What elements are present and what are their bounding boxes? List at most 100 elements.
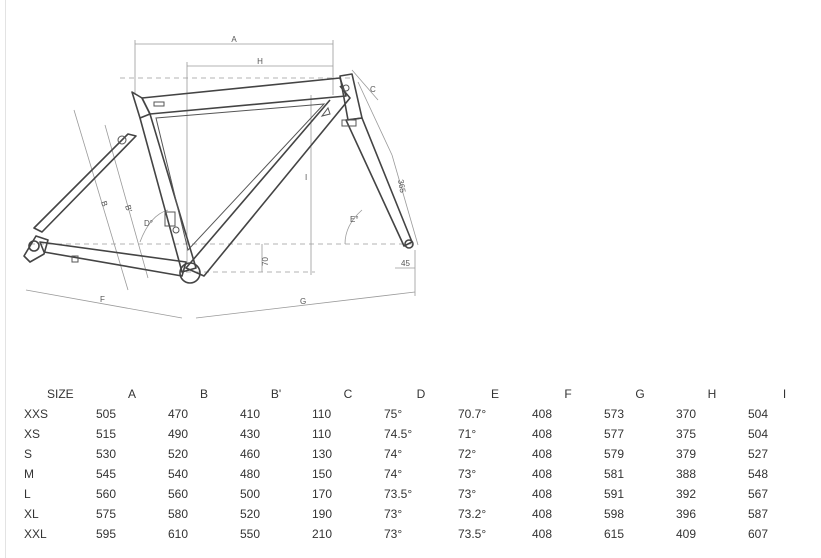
cell-h: 379 [676, 447, 697, 461]
header-e: E [490, 387, 499, 401]
cell-e: 73.2° [458, 507, 487, 521]
cell-g: 573 [604, 407, 625, 421]
cell-d: 74° [384, 467, 403, 481]
label-e: E° [350, 215, 359, 224]
size-geometry-table: SIZE A B B' C D E F G H I XXS 505 470 41… [0, 384, 821, 544]
cell-c: 110 [312, 407, 332, 421]
header-b: B [199, 387, 208, 401]
label-c: C [370, 85, 376, 94]
cell-i: 567 [748, 487, 769, 501]
label-365: 365 [396, 179, 407, 194]
cell-b: 520 [168, 447, 189, 461]
table-row: XS 515 490 430 110 74.5° 71° 408 577 375… [0, 424, 821, 444]
cell-b: 560 [168, 487, 189, 501]
cell-i: 607 [748, 527, 769, 541]
cell-size: XL [24, 507, 39, 521]
cell-b-prime: 430 [240, 427, 261, 441]
bike-frame [23, 73, 414, 284]
cell-size: XXL [24, 527, 47, 541]
dimension-labels: A H C 365 B B' D° E° I 70 45 F G [99, 35, 410, 306]
header-size: SIZE [47, 387, 74, 401]
cell-size: S [24, 447, 33, 461]
left-border [5, 0, 6, 558]
header-c: C [343, 387, 353, 401]
frame-geometry-diagram: A H C 365 B B' D° E° I 70 45 F G [23, 35, 419, 319]
cell-f: 408 [532, 467, 553, 481]
cell-i: 504 [748, 427, 769, 441]
cell-f: 408 [532, 407, 553, 421]
label-b: B [99, 200, 109, 208]
table-row: S 530 520 460 130 74° 72° 408 579 379 52… [0, 444, 821, 464]
cell-e: 73° [458, 487, 477, 501]
cell-i: 587 [748, 507, 769, 521]
label-d: D° [144, 219, 153, 228]
cell-d: 74.5° [384, 427, 413, 441]
cell-size: L [24, 487, 31, 501]
cell-a: 560 [96, 487, 117, 501]
cell-f: 408 [532, 487, 553, 501]
label-70: 70 [261, 257, 270, 266]
cell-c: 190 [312, 507, 333, 521]
header-b-prime: B' [270, 387, 282, 401]
label-45: 45 [401, 259, 410, 268]
cell-g: 579 [604, 447, 625, 461]
cell-e: 73° [458, 467, 477, 481]
cell-b-prime: 410 [240, 407, 261, 421]
header-d: D [416, 387, 426, 401]
cell-b: 610 [168, 527, 189, 541]
cell-c: 210 [312, 527, 333, 541]
cell-h: 388 [676, 467, 697, 481]
table-header-row: SIZE A B B' C D E F G H I [0, 384, 821, 404]
label-i: I [305, 173, 307, 182]
label-g: G [300, 297, 306, 306]
cell-h: 409 [676, 527, 697, 541]
cell-d: 73.5° [384, 487, 413, 501]
cell-g: 591 [604, 487, 625, 501]
cell-d: 73° [384, 527, 403, 541]
cell-b-prime: 500 [240, 487, 261, 501]
cell-b: 470 [168, 407, 189, 421]
table-row: L 560 560 500 170 73.5° 73° 408 591 392 … [0, 484, 821, 504]
header-g: G [635, 387, 645, 401]
table-row: M 545 540 480 150 74° 73° 408 581 388 54… [0, 464, 821, 484]
cell-a: 530 [96, 447, 117, 461]
cell-d: 73° [384, 507, 403, 521]
cell-a: 505 [96, 407, 117, 421]
cell-g: 615 [604, 527, 625, 541]
cell-b-prime: 550 [240, 527, 261, 541]
cell-b: 490 [168, 427, 189, 441]
cell-i: 548 [748, 467, 769, 481]
header-a: A [127, 387, 136, 401]
label-f: F [100, 295, 105, 304]
header-i: I [782, 387, 787, 401]
cell-h: 392 [676, 487, 697, 501]
header-f: F [564, 387, 572, 401]
cell-size: XXS [24, 407, 49, 421]
cell-b: 540 [168, 467, 189, 481]
cell-i: 527 [748, 447, 769, 461]
cell-b-prime: 460 [240, 447, 261, 461]
cell-f: 408 [532, 447, 553, 461]
table-row: XXL 595 610 550 210 73° 73.5° 408 615 40… [0, 524, 821, 544]
label-h: H [257, 57, 263, 66]
cell-b-prime: 520 [240, 507, 261, 521]
cell-b: 580 [168, 507, 189, 521]
cell-c: 110 [312, 427, 332, 441]
cell-e: 72° [458, 447, 477, 461]
label-a: A [231, 35, 237, 44]
cell-b-prime: 480 [240, 467, 261, 481]
cell-h: 375 [676, 427, 697, 441]
cell-h: 370 [676, 407, 697, 421]
cell-d: 75° [384, 407, 403, 421]
cell-f: 408 [532, 507, 553, 521]
cell-g: 577 [604, 427, 625, 441]
cell-c: 170 [312, 487, 333, 501]
cell-e: 70.7° [458, 407, 487, 421]
cell-e: 73.5° [458, 527, 487, 541]
cell-c: 150 [312, 467, 333, 481]
table-row: XL 575 580 520 190 73° 73.2° 408 598 396… [0, 504, 821, 524]
label-b-prime: B' [123, 204, 134, 214]
cell-f: 408 [532, 427, 553, 441]
cell-size: M [24, 467, 34, 481]
cell-a: 595 [96, 527, 117, 541]
